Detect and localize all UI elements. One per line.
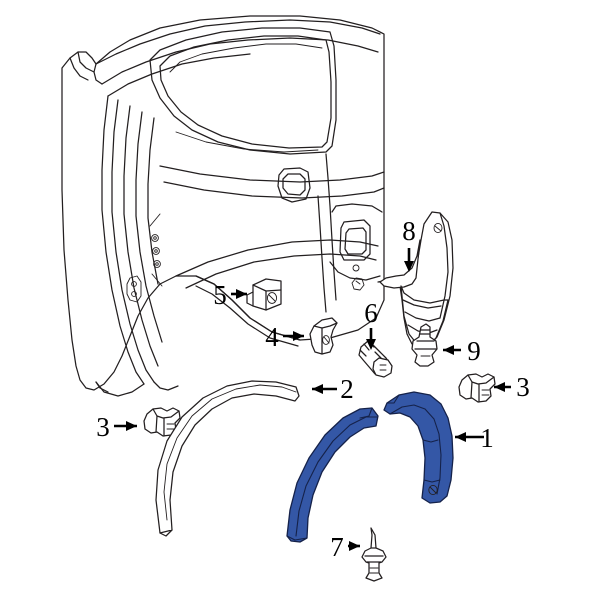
- callout-label-7: 7: [330, 532, 344, 562]
- part-6-mud-guard-screw: [358, 340, 393, 378]
- part-8-mud-guard: [377, 211, 454, 349]
- part-3-retainer-clip-right: [458, 373, 496, 403]
- callout-label-5: 5: [213, 280, 227, 310]
- part-9-mud-guard-grommet-clip: [411, 323, 438, 367]
- callout-label-6: 6: [364, 298, 378, 328]
- callout-leaders: [114, 248, 511, 551]
- callout-label-9: 9: [467, 336, 481, 366]
- callout-label-3-left: 3: [96, 412, 110, 442]
- part-2-molding-protector-strip: [155, 380, 300, 537]
- part-1-wheel-opening-molding: [286, 391, 454, 543]
- part-quarter-panel-body: [61, 15, 385, 397]
- callout-label-8: 8: [402, 216, 416, 246]
- callout-label-2: 2: [340, 374, 354, 404]
- part-7-molding-push-pin: [361, 527, 387, 582]
- callout-label-4: 4: [265, 322, 279, 352]
- part-4-molding-bracket: [309, 317, 338, 355]
- callout-label-3-right: 3: [516, 372, 530, 402]
- callout-numbers: 1 2 3 3 4 5 6 7 8 9: [96, 216, 530, 562]
- callout-label-1: 1: [480, 423, 494, 453]
- part-5-molding-nut-clip: [246, 278, 282, 311]
